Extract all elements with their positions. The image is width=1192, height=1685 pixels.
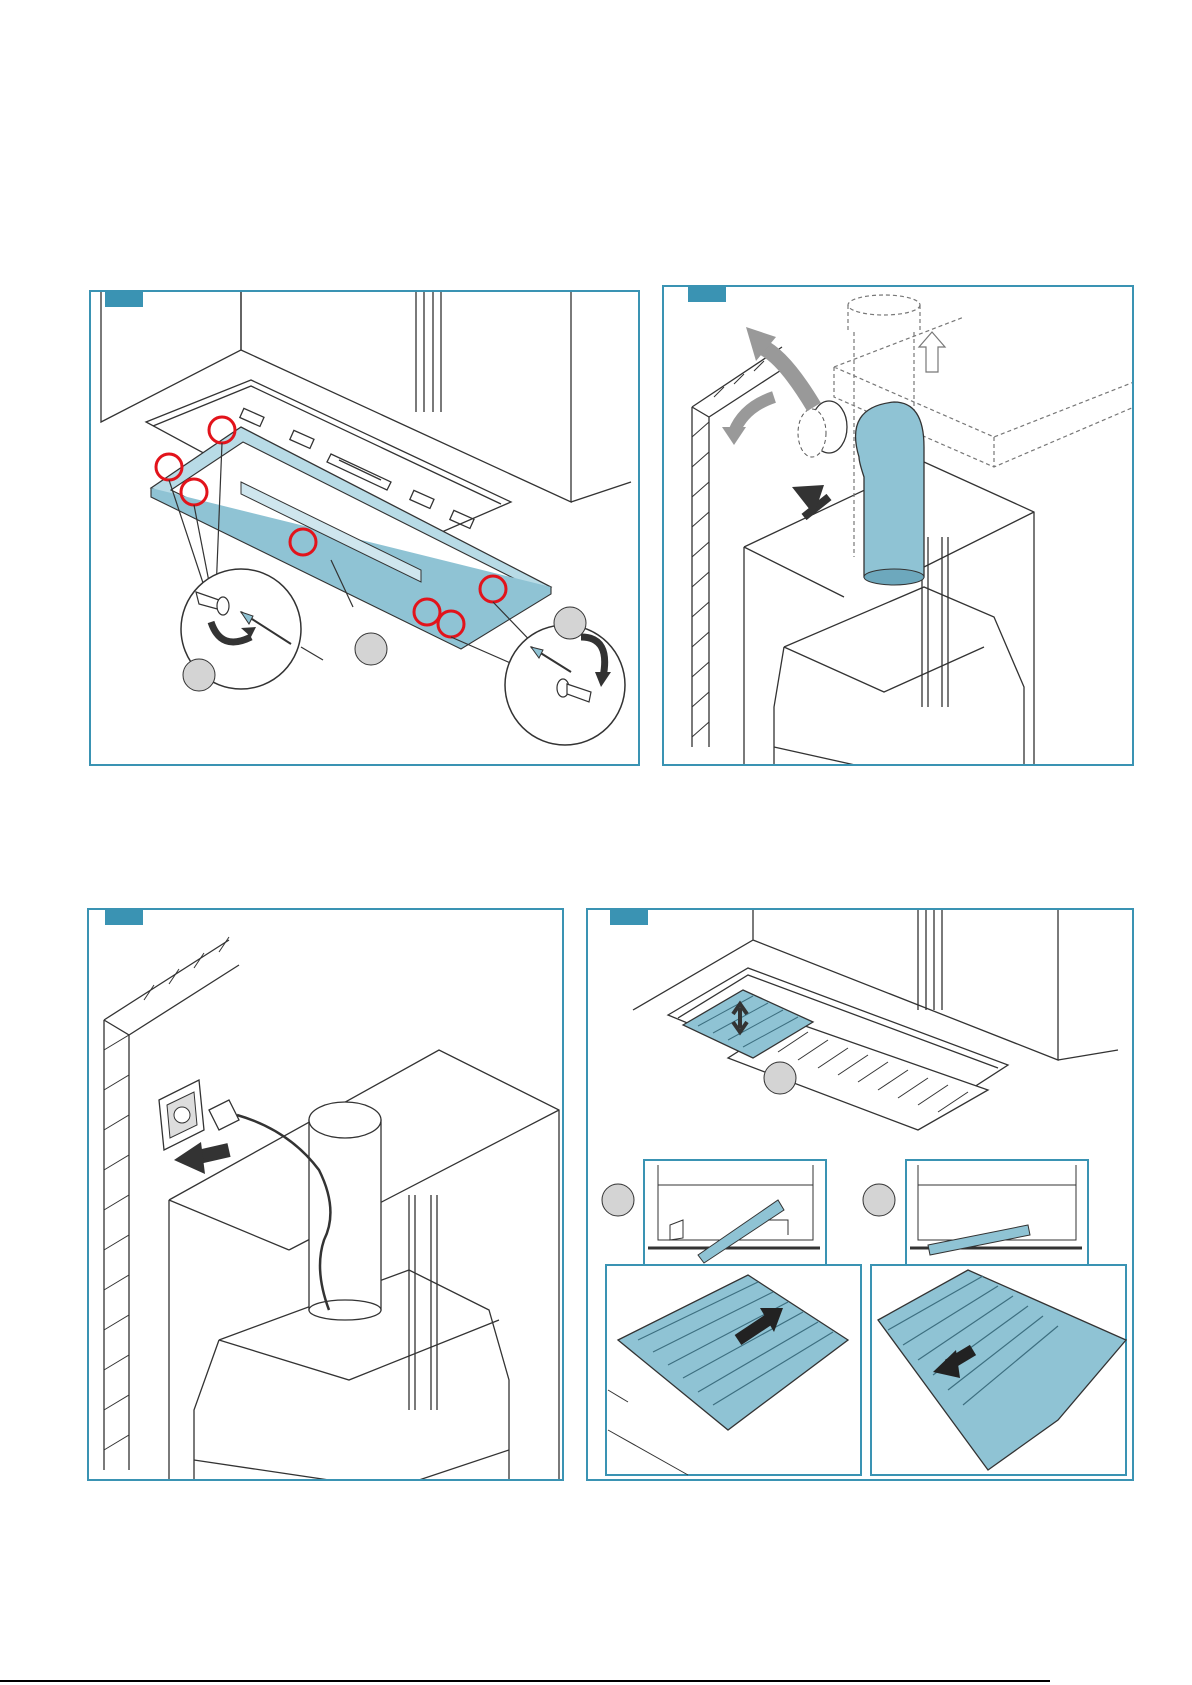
footer-rule xyxy=(0,1680,1050,1682)
panel-2-duct-connection xyxy=(662,285,1134,766)
panel-3-plug-in xyxy=(87,908,564,1481)
power-socket-icon xyxy=(159,1080,204,1150)
panel-4-illustration xyxy=(588,910,1134,1481)
step-tab-3 xyxy=(105,908,143,925)
screw-zoom-right xyxy=(505,625,625,745)
step-tab-4 xyxy=(610,908,648,925)
panel-1-illustration xyxy=(91,292,640,766)
filter-lock-view xyxy=(871,1265,1126,1475)
step-tab-2 xyxy=(688,285,726,302)
upward-outline-arrow-icon xyxy=(919,332,945,372)
panel-1-remove-frame xyxy=(89,290,640,766)
detail-angle-b xyxy=(906,1160,1088,1265)
duct-cylinder xyxy=(309,1102,381,1320)
filter-insert-view xyxy=(606,1265,861,1475)
panel-3-illustration xyxy=(89,910,564,1481)
insert-arrow-icon xyxy=(174,1142,229,1174)
detail-angle-a xyxy=(644,1160,826,1265)
panel-4-filter-install xyxy=(586,908,1134,1481)
panel-2-illustration xyxy=(664,287,1134,766)
step-tab-1 xyxy=(105,290,143,307)
